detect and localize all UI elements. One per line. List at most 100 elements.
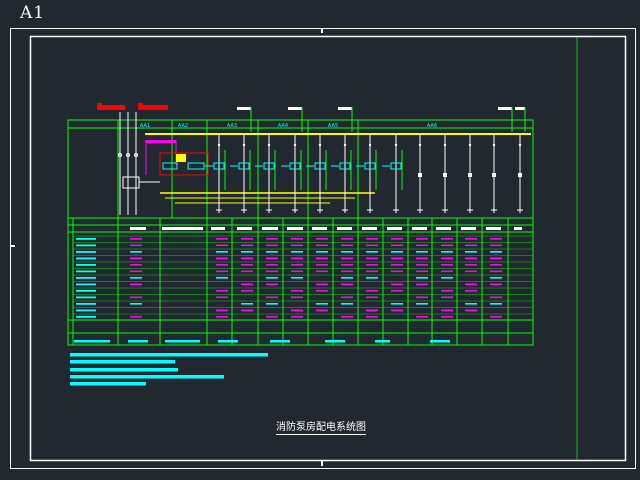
breaker-symbol xyxy=(134,153,138,157)
table-header-cell xyxy=(412,227,427,230)
supply-tag xyxy=(338,107,352,110)
table-cell-mark xyxy=(416,283,428,286)
breaker-symbol xyxy=(492,173,496,177)
table-header-cell xyxy=(362,227,377,230)
note-bar xyxy=(70,360,175,364)
breaker-symbol xyxy=(468,173,472,177)
outer-border xyxy=(10,28,636,469)
table-cell-mark xyxy=(316,257,328,260)
feeder-node xyxy=(318,143,322,147)
breaker-symbol xyxy=(118,153,122,157)
table-cell-mark xyxy=(241,257,253,260)
table-header-cell xyxy=(130,227,146,230)
panel-name: AA1 xyxy=(140,123,150,129)
table-cell-mark xyxy=(391,251,403,253)
table-cell-mark xyxy=(266,277,278,279)
drawing-title: 消防泵房配电系统图 xyxy=(276,418,366,435)
supply-tag xyxy=(515,107,525,110)
table-header-cell xyxy=(486,227,501,230)
table-cell-mark xyxy=(391,264,403,266)
table-header-cell xyxy=(312,227,327,230)
contactor-symbol xyxy=(314,162,326,170)
table-cell-mark xyxy=(465,238,477,240)
row-label xyxy=(76,290,96,292)
table-cell-mark xyxy=(266,238,278,240)
table-cell-mark xyxy=(366,270,378,273)
footer-label xyxy=(74,340,110,343)
table-cell-mark xyxy=(490,270,502,273)
table-cell-mark xyxy=(366,238,378,240)
incoming-supply-marker xyxy=(138,105,168,110)
table-cell-mark xyxy=(465,309,477,312)
table-cell-mark xyxy=(341,296,353,299)
table-header-cell xyxy=(211,227,225,230)
table-cell-mark xyxy=(241,303,253,305)
footer-label xyxy=(430,340,450,343)
table-cell-mark xyxy=(391,270,403,273)
table-cell-mark xyxy=(316,238,328,240)
table-header-cell xyxy=(461,227,476,230)
table-cell-mark xyxy=(216,270,228,273)
table-cell-mark xyxy=(316,303,328,305)
supply-tag xyxy=(498,107,512,110)
table-header-cell xyxy=(514,227,522,230)
table-cell-mark xyxy=(316,251,328,253)
table-cell-mark xyxy=(465,251,477,253)
table-cell-mark xyxy=(416,251,428,253)
table-cell-mark xyxy=(416,303,428,305)
table-cell-mark xyxy=(416,244,428,247)
table-cell-mark xyxy=(391,283,403,286)
table-cell-mark xyxy=(441,316,453,318)
table-cell-mark xyxy=(291,251,303,253)
row-label xyxy=(76,277,96,279)
table-cell-mark xyxy=(341,251,353,253)
contactor-symbol xyxy=(238,162,250,170)
table-cell-mark xyxy=(316,290,328,292)
table-cell-mark xyxy=(241,264,253,266)
table-cell-mark xyxy=(366,244,378,247)
feeder-node xyxy=(492,143,496,147)
table-cell-mark xyxy=(391,244,403,247)
note-bar xyxy=(70,375,224,379)
breaker-symbol xyxy=(518,173,522,177)
transfer-switch-box xyxy=(122,176,140,189)
feeder-node xyxy=(394,143,398,147)
table-cell-mark xyxy=(130,238,142,240)
table-cell-mark xyxy=(490,277,502,279)
table-cell-mark xyxy=(291,316,303,318)
note-bar xyxy=(70,382,146,386)
table-cell-mark xyxy=(291,296,303,299)
table-cell-mark xyxy=(441,290,453,292)
table-cell-mark xyxy=(130,251,142,253)
table-cell-mark xyxy=(441,296,453,299)
table-cell-mark xyxy=(465,303,477,305)
table-cell-mark xyxy=(241,238,253,240)
feeder-node xyxy=(468,143,472,147)
table-cell-mark xyxy=(130,257,142,260)
table-cell-mark xyxy=(291,277,303,279)
table-cell-mark xyxy=(490,264,502,266)
footer-label xyxy=(165,340,200,343)
row-label xyxy=(76,251,96,253)
table-cell-mark xyxy=(241,290,253,292)
table-cell-mark xyxy=(490,251,502,253)
table-cell-mark xyxy=(216,257,228,260)
panel-name: AA4 xyxy=(278,123,288,129)
inner-border xyxy=(29,35,627,462)
control-relay xyxy=(187,162,205,170)
table-header-cell xyxy=(436,227,451,230)
table-cell-mark xyxy=(266,264,278,266)
table-cell-mark xyxy=(341,257,353,260)
table-cell-mark xyxy=(241,283,253,286)
breaker-symbol xyxy=(126,153,130,157)
row-label xyxy=(76,270,96,273)
table-cell-mark xyxy=(130,303,142,305)
table-cell-mark xyxy=(465,283,477,286)
feeder-node xyxy=(418,143,422,147)
table-cell-mark xyxy=(216,309,228,312)
table-cell-mark xyxy=(490,296,502,299)
table-cell-mark xyxy=(216,238,228,240)
row-label xyxy=(76,303,96,305)
table-cell-mark xyxy=(130,244,142,247)
incoming-supply-marker xyxy=(97,103,102,107)
